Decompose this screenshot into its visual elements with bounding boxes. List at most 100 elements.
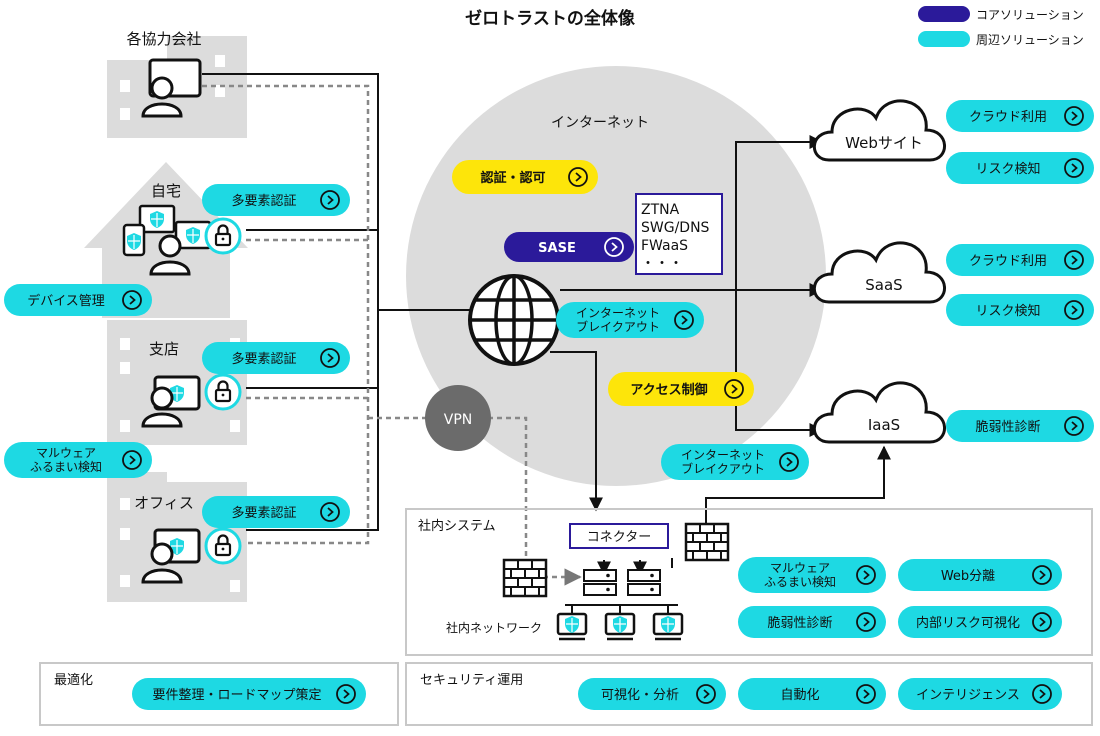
connection-lines [202, 73, 891, 614]
mfa-branch-label: 多要素認証 [231, 351, 296, 367]
chevron-right-icon [1064, 250, 1084, 270]
home-lock-icon [204, 217, 242, 255]
web-isolation-label: Web分離 [941, 569, 995, 584]
office-user-icon [141, 528, 201, 584]
vpn-node [425, 385, 491, 451]
optimization-box [39, 662, 399, 726]
requirements-button[interactable]: 要件整理・ロードマップ策定 [132, 678, 366, 710]
chevron-right-icon [336, 684, 356, 704]
chevron-right-icon [604, 237, 624, 257]
internal-system-title: 社内システム [418, 518, 496, 534]
chevron-right-icon [856, 565, 876, 585]
cloud-use-saas-button[interactable]: クラウド利用 [946, 244, 1094, 276]
breakout-1-label-1: インターネット [576, 306, 660, 320]
vuln-iaas-button[interactable]: 脆弱性診断 [946, 410, 1094, 442]
access-control-button[interactable]: アクセス制御 [608, 372, 754, 406]
connector-label: コネクター [587, 530, 651, 545]
vuln-iaas-label: 脆弱性診断 [975, 419, 1040, 435]
partner-user-icon [141, 58, 202, 118]
internal-system-box [405, 508, 1093, 656]
sase-detail-line-1: ZTNA [641, 202, 680, 218]
automation-button[interactable]: 自動化 [738, 678, 886, 710]
firewall-right-icon [684, 522, 730, 562]
internal-risk-label: 内部リスク可視化 [916, 615, 1020, 631]
malware-in-label-1: マルウェア [770, 561, 830, 575]
chevron-right-icon [122, 290, 142, 310]
vpn-label: VPN [444, 412, 473, 428]
chevron-right-icon [1032, 684, 1052, 704]
solution-pills: 多要素認証多要素認証多要素認証デバイス管理マルウェアふるまい検知認証・認可SAS… [4, 100, 1094, 710]
server-1-icon [583, 569, 617, 596]
internet-label: インターネット [551, 115, 649, 131]
auth-label: 認証・認可 [480, 170, 545, 186]
legend-peripheral-label: 周辺ソリューション [976, 33, 1084, 47]
chevron-right-icon [1064, 106, 1084, 126]
breakout-2-label-2: ブレイクアウト [681, 461, 765, 476]
globe-icon [468, 274, 560, 366]
site-label-branch: 支店 [149, 340, 179, 358]
device-mgmt-label: デバイス管理 [27, 293, 105, 309]
secops-box [405, 662, 1093, 726]
visualize-button[interactable]: 可視化・分析 [578, 678, 726, 710]
sase-button[interactable]: SASE [504, 232, 634, 262]
visualize-label: 可視化・分析 [601, 688, 679, 703]
mfa-office-button[interactable]: 多要素認証 [202, 496, 350, 528]
automation-label: 自動化 [780, 688, 819, 703]
sase-detail-line-4: ・・・ [641, 256, 683, 272]
office-lock-icon [204, 527, 242, 565]
cloud-use-web-label: クラウド利用 [969, 110, 1047, 125]
mfa-home-label: 多要素認証 [231, 193, 296, 209]
risk-web-button[interactable]: リスク検知 [946, 152, 1094, 184]
chevron-right-icon [1064, 416, 1084, 436]
internal-risk-button[interactable]: 内部リスク可視化 [898, 606, 1062, 638]
branch-user-icon [141, 375, 201, 428]
mfa-branch-button[interactable]: 多要素認証 [202, 342, 350, 374]
chevron-right-icon [1064, 158, 1084, 178]
sase-detail-box [635, 193, 723, 275]
chevron-right-icon [568, 167, 588, 187]
server-2-icon [627, 569, 661, 596]
web-isolation-button[interactable]: Web分離 [898, 559, 1062, 591]
chevron-right-icon [122, 450, 142, 470]
secops-title: セキュリティ運用 [420, 673, 523, 688]
chevron-right-icon [724, 379, 744, 399]
cloud-web-label: Webサイト [845, 134, 923, 152]
breakout-2-label-1: インターネット [681, 448, 765, 462]
auth-button[interactable]: 認証・認可 [452, 160, 598, 194]
branch-lock-icon [204, 373, 242, 411]
chevron-right-icon [1064, 300, 1084, 320]
sase-detail-line-3: FWaaS [641, 238, 688, 254]
sase-label: SASE [538, 241, 576, 256]
chevron-right-icon [696, 684, 716, 704]
home-user-icon [122, 204, 212, 276]
device-mgmt-button[interactable]: デバイス管理 [4, 284, 152, 316]
vuln-in-button[interactable]: 脆弱性診断 [738, 606, 886, 638]
cloud-saas-label: SaaS [865, 276, 902, 294]
legend-core-swatch [918, 6, 970, 22]
cloud-use-web-button[interactable]: クラウド利用 [946, 100, 1094, 132]
chevron-right-icon [674, 310, 694, 330]
connector-box [569, 523, 669, 549]
cloud-web-icon [812, 99, 946, 162]
intelligence-button[interactable]: インテリジェンス [898, 678, 1062, 710]
cloud-iaas-label: IaaS [868, 416, 900, 434]
risk-saas-button[interactable]: リスク検知 [946, 294, 1094, 326]
site-label-home: 自宅 [151, 182, 181, 200]
requirements-label: 要件整理・ロードマップ策定 [152, 687, 321, 703]
chevron-right-icon [1032, 612, 1052, 632]
chevron-right-icon [320, 348, 340, 368]
site-label-office: オフィス [134, 494, 194, 512]
risk-saas-label: リスク検知 [975, 303, 1040, 319]
sase-detail-line-2: SWG/DNS [641, 220, 710, 236]
breakout-1-label-2: ブレイクアウト [576, 319, 660, 334]
optimization-title: 最適化 [54, 672, 93, 688]
vuln-in-label: 脆弱性診断 [767, 615, 832, 631]
chevron-right-icon [779, 452, 799, 472]
mfa-home-button[interactable]: 多要素認証 [202, 184, 350, 216]
